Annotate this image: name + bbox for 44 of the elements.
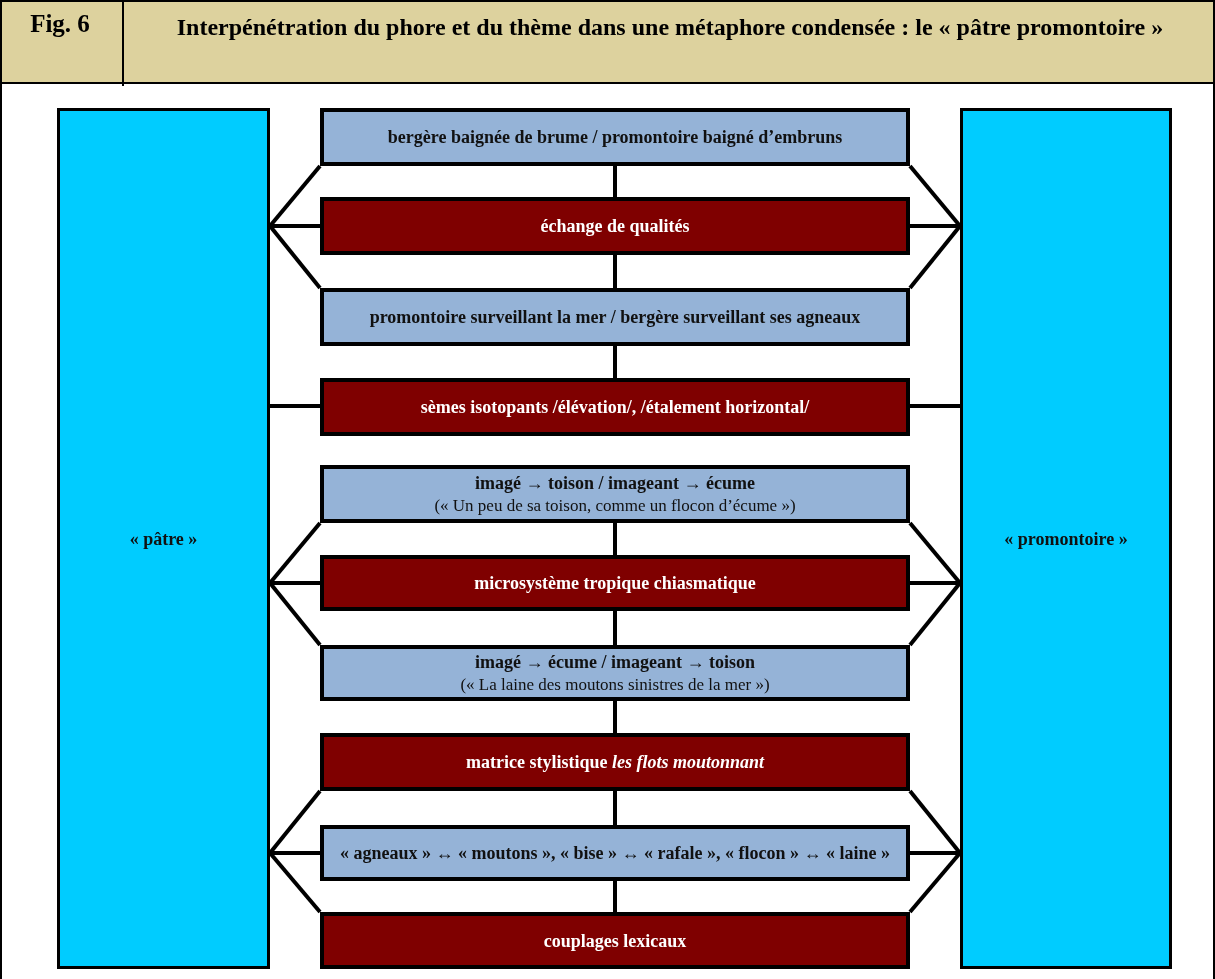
box-label: promontoire surveillant la mer / bergère surveillant ses agneaux	[369, 306, 861, 329]
connector-line	[270, 224, 320, 228]
concept-box	[320, 733, 910, 791]
connector-line	[910, 404, 960, 408]
connector-line	[270, 581, 320, 585]
figure-title: Interpénétration du phore et du thème dans une métaphore condensée : le « pâtre promontoire »	[175, 13, 1165, 42]
concept-box	[320, 645, 910, 701]
concept-box	[320, 912, 910, 969]
connector-line	[613, 166, 617, 197]
quotation-text: (« La laine des moutons sinistres de la mer »)	[460, 674, 770, 696]
box-label: « promontoire »	[1004, 527, 1128, 551]
connector-line	[270, 851, 320, 855]
box-label: « pâtre »	[129, 527, 198, 551]
concept-box	[320, 288, 910, 346]
connector-line	[613, 611, 617, 645]
connector-line	[910, 851, 960, 855]
box-label: imagé → toison / imageant → écume	[475, 472, 755, 495]
connector-line	[613, 346, 617, 378]
concept-box	[320, 465, 910, 523]
connector-line	[270, 404, 320, 408]
connector-line	[613, 791, 617, 825]
connector-line	[613, 255, 617, 288]
connector-line	[910, 224, 960, 228]
box-label: échange de qualités	[540, 215, 690, 238]
concept-box	[320, 378, 910, 436]
side-panel	[960, 108, 1172, 969]
box-label: imagé → écume / imageant → toison	[475, 651, 755, 674]
quotation-text: (« Un peu de sa toison, comme un flocon d’écume »)	[434, 495, 796, 517]
concept-box	[320, 825, 910, 881]
box-label: « agneaux » ↔ « moutons », « bise » ↔ « rafale », « flocon » ↔ « laine »	[340, 842, 890, 865]
connector-line	[613, 881, 617, 912]
box-label: microsystème tropique chiasmatique	[474, 572, 756, 595]
connector-line	[613, 701, 617, 733]
connector-line	[613, 523, 617, 555]
box-label: bergère baignée de brume / promontoire baigné d’embruns	[387, 126, 843, 149]
concept-box	[320, 108, 910, 166]
box-label: couplages lexicaux	[543, 929, 687, 953]
box-label: sèmes isotopants /élévation/, /étalement horizontal/	[420, 396, 810, 419]
box-label: matrice stylistique les flots moutonnant	[466, 751, 764, 774]
figure-number: Fig. 6	[29, 10, 91, 38]
concept-box	[320, 197, 910, 255]
concept-box	[320, 555, 910, 611]
side-panel	[57, 108, 270, 969]
connector-line	[910, 581, 960, 585]
